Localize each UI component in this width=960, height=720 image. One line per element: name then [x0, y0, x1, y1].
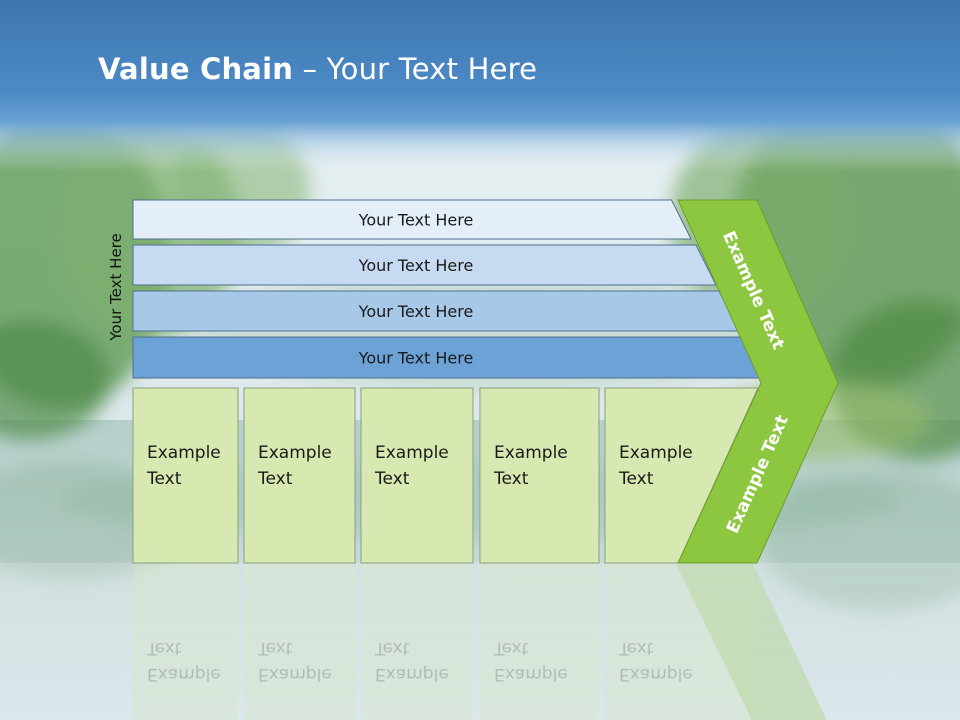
primary-box-shape	[132, 387, 239, 564]
primary-box-shape	[243, 387, 356, 564]
support-bar-label: Your Text Here	[358, 256, 474, 275]
reflection-fade	[0, 563, 960, 720]
title-rest: – Your Text Here	[293, 52, 538, 86]
support-activity-3: Your Text Here	[132, 290, 740, 332]
primary-box-line2: Text	[618, 469, 654, 489]
primary-box-line1: Example	[375, 443, 449, 463]
primary-box-line2: Text	[257, 469, 293, 489]
support-bar-label: Your Text Here	[358, 211, 474, 230]
margin-chevron-shape	[677, 199, 839, 564]
page-title: Value Chain – Your Text Here	[98, 52, 537, 86]
primary-box-line1: Example	[258, 443, 332, 463]
support-bar-shape	[132, 199, 692, 240]
primary-box-line1: Example	[494, 443, 568, 463]
primary-box-line1: Example	[147, 443, 221, 463]
support-bar-label: Your Text Here	[358, 349, 474, 368]
primary-box-line1: Example	[619, 443, 693, 463]
primary-box-shape	[479, 387, 600, 564]
support-activity-1: Your Text Here	[132, 199, 692, 240]
primary-box-shape	[360, 387, 474, 564]
support-bar-label: Your Text Here	[358, 302, 474, 321]
primary-box-line2: Text	[493, 469, 529, 489]
primary-box-line2: Text	[374, 469, 410, 489]
support-activity-2: Your Text Here	[132, 244, 717, 286]
support-bar-shape	[132, 244, 717, 286]
primary-box-line2: Text	[146, 469, 182, 489]
title-bold: Value Chain	[98, 52, 294, 86]
support-activity-4: Your Text Here	[132, 336, 765, 379]
